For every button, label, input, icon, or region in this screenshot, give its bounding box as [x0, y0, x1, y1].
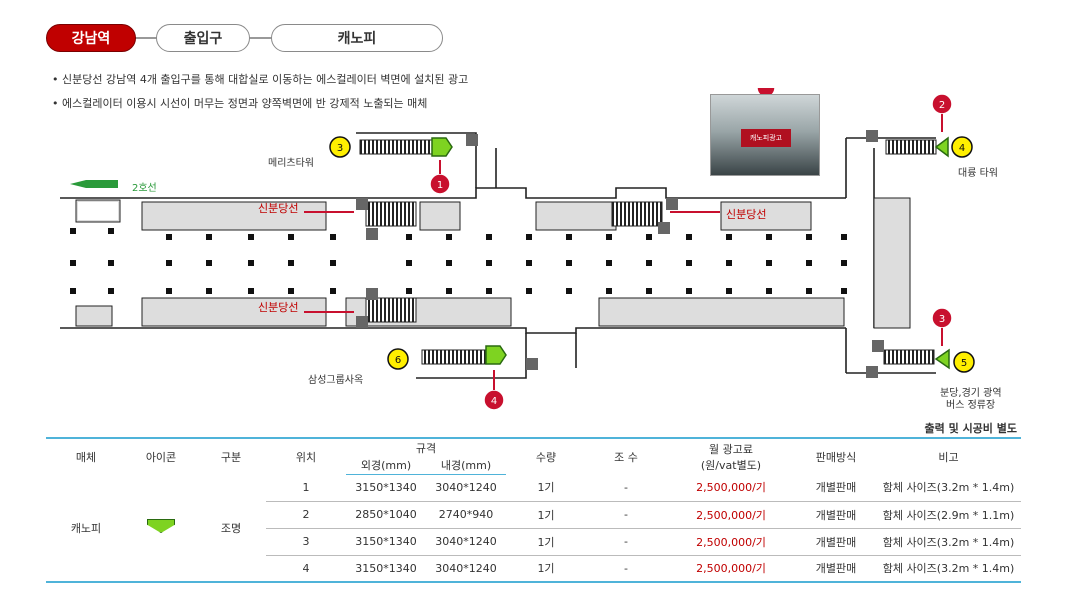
sales-cell: 개별판매: [796, 474, 876, 502]
qty-cell: 1기: [506, 501, 586, 529]
ad-number-1: 1: [437, 180, 443, 191]
sets-cell: -: [586, 501, 666, 529]
table-row: 3 3150*1340 3040*1240 1기 - 2,500,000/기 개…: [46, 528, 1021, 556]
fee-cell: 2,500,000/기: [666, 555, 796, 583]
remark-cell: 함체 사이즈(3.2m * 1.4m): [876, 474, 1021, 502]
header-icon: 아이콘: [126, 437, 196, 474]
sets-cell: -: [586, 528, 666, 556]
photo-sign: 캐노피광고: [741, 129, 791, 147]
icon-cell: [126, 474, 196, 583]
inner-cell: 2740*940: [426, 501, 506, 529]
outer-cell: 2850*1040: [346, 501, 426, 529]
exit-number-5: 5: [961, 358, 967, 369]
header-inner: 내경(mm): [426, 456, 506, 475]
header-sales: 판매방식: [796, 437, 876, 474]
breadcrumb-connector: [241, 37, 276, 39]
header-type: 구분: [196, 437, 266, 474]
header-remark: 비고: [876, 437, 1021, 474]
exit-number-4: 4: [959, 143, 965, 154]
header-media: 매체: [46, 437, 126, 474]
description-item: • 에스컬레이터 이용시 시선이 머무는 정면과 양쪽벽면에 반 강제적 노출되…: [52, 97, 428, 110]
breadcrumb-item-exit[interactable]: 출입구: [156, 24, 250, 52]
table-row: 2 2850*1040 2740*940 1기 - 2,500,000/기 개별…: [46, 501, 1021, 529]
sales-cell: 개별판매: [796, 528, 876, 556]
header-spec: 규격: [346, 437, 506, 456]
breadcrumb-connector: [126, 37, 166, 39]
loc-cell: 4: [266, 555, 346, 583]
qty-cell: 1기: [506, 474, 586, 502]
exit5-label-line2: 버스 정류장: [946, 400, 996, 411]
inner-cell: 3040*1240: [426, 474, 506, 502]
sales-cell: 개별판매: [796, 555, 876, 583]
header-location: 위치: [266, 437, 346, 474]
shinbundang-label: 신분당선: [726, 208, 767, 221]
table-row: 4 3150*1340 3040*1240 1기 - 2,500,000/기 개…: [46, 555, 1021, 583]
exit6-label: 삼성그룹사옥: [308, 375, 364, 386]
media-cell: 캐노피: [46, 474, 126, 583]
remark-cell: 함체 사이즈(2.9m * 1.1m): [876, 501, 1021, 529]
map-drawing: 1 2 3 4 3 4 5 6: [60, 88, 975, 411]
fee-cell: 2,500,000/기: [666, 528, 796, 556]
sets-cell: -: [586, 474, 666, 502]
canopy-icon: [147, 519, 175, 533]
exit4-label: 대륭 타워: [958, 168, 998, 179]
table-row: 캐노피 조명 1 3150*1340 3040*1240 1기 - 2,500,…: [46, 474, 1021, 583]
line2-label: 2호선: [132, 183, 157, 194]
header-sets: 조 수: [586, 437, 666, 474]
description-list: • 신분당선 강남역 4개 출입구를 통해 대합실로 이동하는 에스컬레이터 벽…: [52, 68, 468, 116]
ad-number-2: 2: [939, 100, 945, 111]
ad-number-3: 3: [939, 314, 945, 325]
outer-cell: 3150*1340: [346, 528, 426, 556]
header-outer: 외경(mm): [346, 456, 426, 475]
loc-cell: 1: [266, 474, 346, 502]
breadcrumb-item-canopy[interactable]: 캐노피: [271, 24, 443, 52]
shinbundang-label: 신분당선: [258, 301, 299, 314]
canopy-photo: 캐노피광고: [710, 94, 820, 176]
shinbundang-label: 신분당선: [258, 202, 299, 215]
breadcrumb: 강남역 출입구 캐노피: [46, 24, 446, 52]
sales-cell: 개별판매: [796, 501, 876, 529]
qty-cell: 1기: [506, 555, 586, 583]
fee-cell: 2,500,000/기: [666, 474, 796, 502]
header-qty: 수량: [506, 437, 586, 474]
ad-number-4: 4: [491, 396, 497, 407]
loc-cell: 3: [266, 528, 346, 556]
header-fee-line1: 월 광고료: [709, 442, 753, 456]
exit-number-6: 6: [395, 355, 401, 366]
breadcrumb-item-gangnam[interactable]: 강남역: [46, 24, 136, 52]
station-map: 1 2 3 4 3 4 5 6 캐노피광고 메리츠타워 대륭 타워 분당,경기 …: [56, 88, 1026, 418]
fee-cell: 2,500,000/기: [666, 501, 796, 529]
outer-cell: 3150*1340: [346, 555, 426, 583]
exit-number-3: 3: [337, 143, 343, 154]
header-fee: 월 광고료 (원/vat별도): [666, 437, 796, 474]
exit5-label-line1: 분당,경기 광역: [940, 388, 1002, 399]
sets-cell: -: [586, 555, 666, 583]
remark-cell: 함체 사이즈(3.2m * 1.4m): [876, 555, 1021, 583]
cost-note: 출력 및 시공비 별도: [924, 422, 1017, 435]
remark-cell: 함체 사이즈(3.2m * 1.4m): [876, 528, 1021, 556]
header-fee-line2: (원/vat별도): [700, 458, 762, 472]
inner-cell: 3040*1240: [426, 528, 506, 556]
description-item: • 신분당선 강남역 4개 출입구를 통해 대합실로 이동하는 에스컬레이터 벽…: [52, 73, 469, 86]
spec-table: 매체 아이콘 구분 위치 규격 수량 조 수 월 광고료 (원/vat별도) 판…: [46, 437, 1021, 583]
inner-cell: 3040*1240: [426, 555, 506, 583]
type-cell: 조명: [196, 474, 266, 583]
qty-cell: 1기: [506, 528, 586, 556]
outer-cell: 3150*1340: [346, 474, 426, 502]
loc-cell: 2: [266, 501, 346, 529]
exit3-label: 메리츠타워: [268, 158, 314, 169]
